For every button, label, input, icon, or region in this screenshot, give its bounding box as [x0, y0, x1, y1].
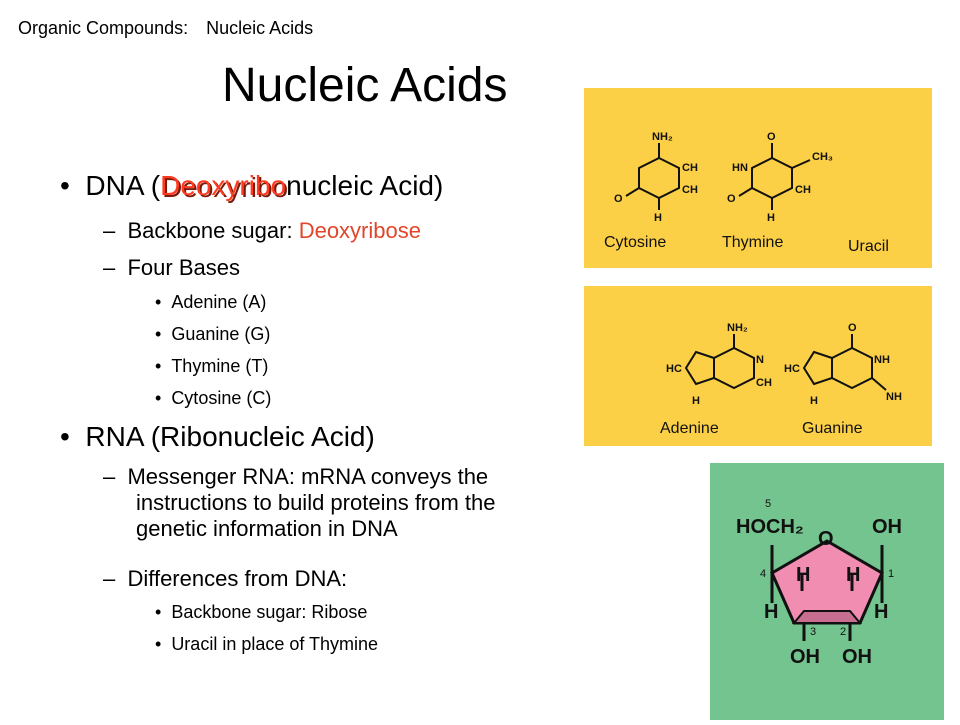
list-item: • Backbone sugar: Ribose	[155, 602, 368, 622]
svg-text:OH: OH	[790, 646, 820, 668]
purine-structures: NH₂ N CH HC H O NH HC H NH	[666, 322, 902, 407]
dna-bases-label-line: – Four Bases	[103, 255, 240, 280]
svg-text:HC: HC	[784, 363, 800, 375]
svg-text:NH: NH	[874, 354, 890, 366]
svg-text:O: O	[614, 193, 623, 205]
rna-messenger: – Messenger RNA: mRNA conveys the instru…	[103, 464, 496, 541]
page-title: Nucleic Acids	[222, 59, 508, 112]
svg-text:O: O	[818, 528, 834, 550]
svg-text:2: 2	[840, 626, 846, 638]
rna-differences-label: – Differences from DNA:	[103, 566, 348, 591]
svg-text:O: O	[767, 131, 776, 143]
svg-text:H: H	[874, 601, 888, 623]
list-item: • Uracil in place of Thymine	[155, 634, 379, 654]
dna-sugar-value: Deoxyribose	[298, 218, 421, 243]
cytosine-label: Cytosine	[604, 234, 667, 251]
list-item: • Cytosine (C)	[155, 388, 272, 408]
list-item: • Thymine (T)	[155, 356, 269, 376]
svg-text:CH: CH	[682, 162, 698, 174]
dna-sugar-line: – Backbone sugar: Deoxyribose	[103, 218, 421, 243]
svg-text:3: 3	[810, 626, 816, 638]
svg-text:5: 5	[765, 498, 771, 510]
svg-text:CH: CH	[682, 184, 698, 196]
svg-text:N: N	[756, 354, 764, 366]
svg-text:CH₃: CH₃	[812, 151, 833, 163]
guanine-label: Guanine	[802, 420, 863, 437]
svg-text:1: 1	[888, 568, 894, 580]
dna-sugar-label: Backbone sugar:	[127, 218, 299, 243]
ribose-structure: HOCH₂ O OH H H H H OH OH 5 4 1 3 2	[736, 498, 902, 668]
uracil-label: Uracil	[848, 238, 889, 255]
ribose-panel: HOCH₂ O OH H H H H OH OH 5 4 1 3 2	[710, 463, 944, 720]
svg-text:H: H	[846, 564, 860, 586]
svg-text:OH: OH	[872, 516, 902, 538]
header-topic: Nucleic Acids	[206, 18, 314, 38]
svg-text:H: H	[692, 395, 700, 407]
svg-text:HC: HC	[666, 363, 682, 375]
svg-text:H: H	[654, 212, 662, 224]
dna-bases-label: Four Bases	[127, 255, 240, 280]
svg-text:H: H	[796, 564, 810, 586]
slide-header: Organic Compounds: Nucleic Acids	[18, 18, 331, 39]
adenine-label: Adenine	[660, 420, 719, 437]
svg-text:H: H	[810, 395, 818, 407]
dna-suffix: nucleic Acid)	[286, 170, 444, 201]
svg-text:4: 4	[760, 568, 766, 580]
svg-text:CH: CH	[756, 377, 772, 389]
svg-text:H: H	[767, 212, 775, 224]
svg-text:NH₂: NH₂	[652, 131, 673, 143]
list-item: • Guanine (G)	[155, 324, 271, 344]
svg-text:H: H	[764, 601, 778, 623]
thymine-label: Thymine	[722, 234, 784, 251]
svg-text:OH: OH	[842, 646, 872, 668]
svg-text:O: O	[848, 322, 857, 334]
list-item: • Adenine (A)	[155, 292, 267, 312]
svg-text:O: O	[727, 193, 736, 205]
svg-text:NH₂: NH₂	[727, 322, 748, 334]
dna-prefix: DNA (	[85, 170, 161, 201]
rna-bullet: • RNA (Ribonucleic Acid)	[60, 421, 375, 452]
svg-text:HOCH₂: HOCH₂	[736, 516, 804, 538]
pyrimidines-panel: NH₂ CH CH O H O CH₃ HN CH O H Cytosine T…	[584, 88, 932, 268]
pyrimidine-structures: NH₂ CH CH O H O CH₃ HN CH O H	[614, 131, 833, 224]
svg-text:NH: NH	[886, 391, 902, 403]
header-section: Organic Compounds:	[18, 18, 189, 38]
svg-text:HN: HN	[732, 162, 748, 174]
purines-panel: NH₂ N CH HC H O NH HC H NH Adenine Guani…	[584, 286, 932, 446]
svg-text:CH: CH	[795, 184, 811, 196]
